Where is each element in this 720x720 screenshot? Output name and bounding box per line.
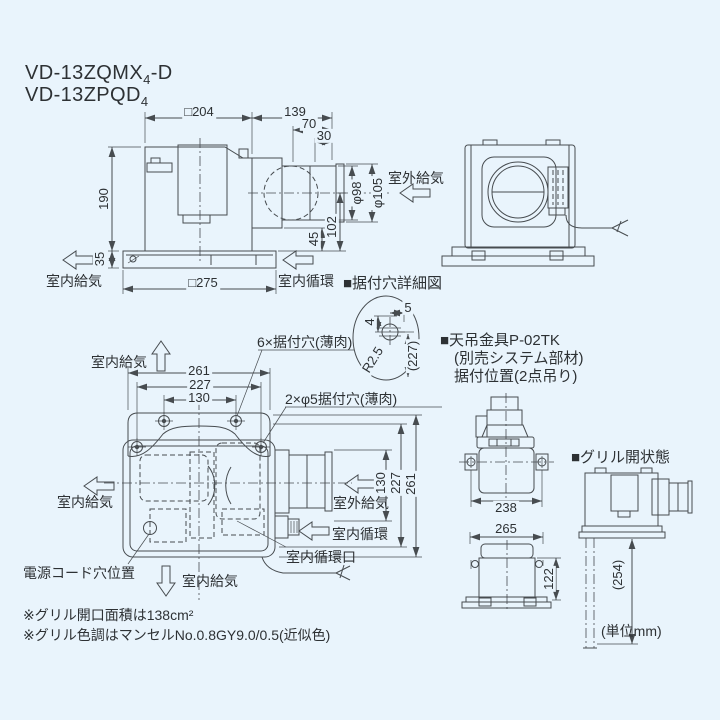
indoor-supply-label-bottom: 室内給気 [182, 573, 238, 589]
dim-35: 35 [91, 249, 108, 269]
grille-open-view-drawing [578, 467, 693, 649]
power-cord-hole-label: 電源コード穴位置 [23, 565, 135, 581]
dim-phi98: φ98 [348, 179, 365, 207]
dim-261-h: 261 [186, 362, 212, 379]
indoor-circulation-label-plan: 室内循環 [332, 526, 388, 542]
indoor-supply-up-arrow-icon [151, 340, 171, 372]
dim-227-v: 227 [387, 470, 404, 496]
indoor-circulation-arrow-icon [282, 250, 314, 270]
outdoor-supply-label-plan: 室外給気 [333, 495, 389, 511]
indoor-supply-label-left: 室内給気 [57, 494, 113, 510]
bracket-front-view-drawing [461, 532, 561, 612]
dim-227-h: 227 [187, 376, 213, 393]
indoor-supply-left-arrow-icon [83, 476, 115, 496]
dim-139: 139 [282, 103, 308, 120]
indoor-circulation-port-label: 室内循環口 [286, 549, 356, 565]
outdoor-supply-arrow-icon [399, 183, 431, 203]
indoor-supply-arrow-icon [62, 250, 94, 270]
footnote-grille-color: ※グリル色調はマンセルNo.0.8GY9.0/0.5(近似色) [23, 627, 331, 643]
outdoor-supply-label: 室外給気 [388, 170, 444, 186]
dim-phi105: φ105 [369, 175, 386, 211]
dim-70: 70 [299, 115, 319, 132]
outdoor-supply-plan-arrow-icon [344, 474, 376, 494]
dim-122: 122 [540, 566, 557, 592]
bracket-title-line3: 据付位置(2点吊り) [454, 368, 578, 385]
dim-45: 45 [305, 229, 322, 249]
dim-275: □275 [186, 274, 220, 291]
dim-204: □204 [182, 103, 216, 120]
bracket-top-view-drawing [459, 393, 554, 507]
dim-4: 4 [361, 316, 378, 328]
dim-238: 238 [493, 499, 519, 516]
model-number-1: VD-13ZQMX4-D [25, 62, 173, 87]
dim-30: 30 [314, 127, 334, 144]
indoor-supply-label-side: 室内給気 [46, 273, 102, 289]
mounting-holes [128, 412, 270, 456]
indoor-supply-label-top: 室内給気 [91, 354, 147, 370]
hole-detail-title: ■据付穴詳細図 [343, 275, 443, 292]
dim-254: (254) [609, 557, 626, 593]
round-holes-callout: 2×φ5据付穴(薄肉) [285, 391, 398, 407]
indoor-circulation-label-side: 室内循環 [278, 273, 334, 289]
dim-261-v: 261 [402, 471, 419, 497]
indoor-supply-down-arrow-icon [156, 565, 176, 597]
dim-102: 102 [323, 214, 340, 240]
dim-130-v: 130 [372, 470, 389, 496]
dim-190: 190 [95, 186, 112, 212]
footnote-grille-area: ※グリル開口面積は138cm² [23, 607, 194, 623]
bracket-title-line2: (別売システム部材) [454, 350, 584, 367]
dim-227-ref: (227) [404, 338, 421, 374]
dim-265: 265 [493, 520, 519, 537]
plan-view-drawing [104, 368, 422, 600]
slot-holes-callout: 6×据付穴(薄肉) [257, 334, 353, 350]
rear-view-drawing [441, 139, 629, 267]
bracket-title-line1: ■天吊金具P-02TK [440, 332, 560, 349]
dim-5: 5 [402, 299, 414, 316]
indoor-circulation-plan-arrow-icon [298, 521, 330, 541]
model-number-2: VD-13ZPQD4 [25, 84, 149, 109]
unit-note: (単位mm) [601, 623, 662, 639]
dim-130-h: 130 [186, 389, 212, 406]
grille-open-title: ■グリル開状態 [571, 449, 671, 466]
